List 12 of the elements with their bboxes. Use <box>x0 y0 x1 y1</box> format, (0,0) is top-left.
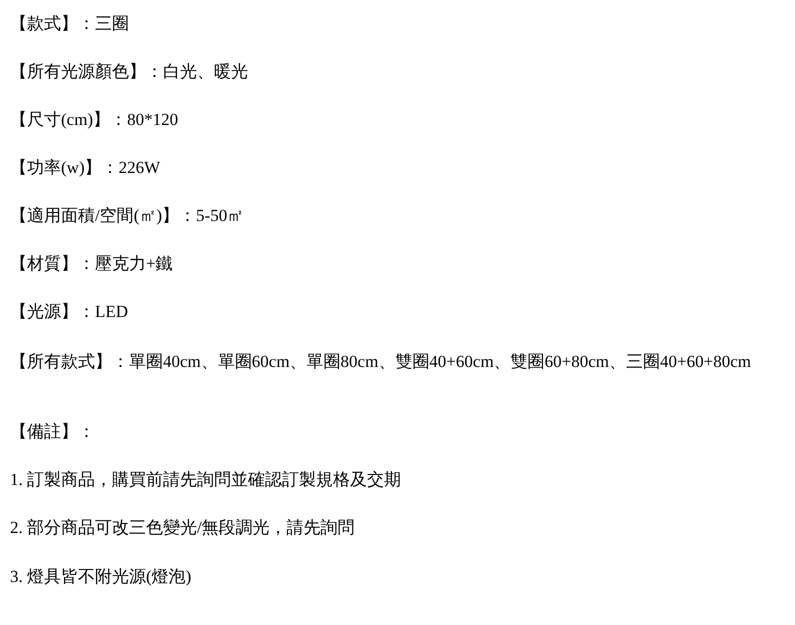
note-line: 1. 訂製商品，購買前請先詢問並確認訂製規格及交期 <box>10 469 402 491</box>
note-line: 2. 部分商品可改三色變光/無段調光，請先詢問 <box>10 517 356 539</box>
spec-line: 【適用面積/空間(㎡)】：5-50㎡ <box>10 205 246 227</box>
spec-line: 【光源】：LED <box>10 301 130 323</box>
spec-line: 【材質】：壓克力+鐵 <box>10 253 174 275</box>
spec-line: 【款式】：三圈 <box>10 13 130 35</box>
spec-line: 【所有光源顏色】：白光、暖光 <box>10 61 249 83</box>
note-line: 3. 燈具皆不附光源(燈泡) <box>10 566 192 588</box>
spec-line: 【尺寸(cm)】：80*120 <box>10 109 180 131</box>
section-heading: 【備註】： <box>10 421 96 443</box>
spec-line: 【功率(w)】：226W <box>10 157 162 179</box>
spec-line: 【所有款式】：單圈40cm、單圈60cm、單圈80cm、雙圈40+60cm、雙圈60+80cm、三圈40+60+80cm <box>10 351 752 373</box>
